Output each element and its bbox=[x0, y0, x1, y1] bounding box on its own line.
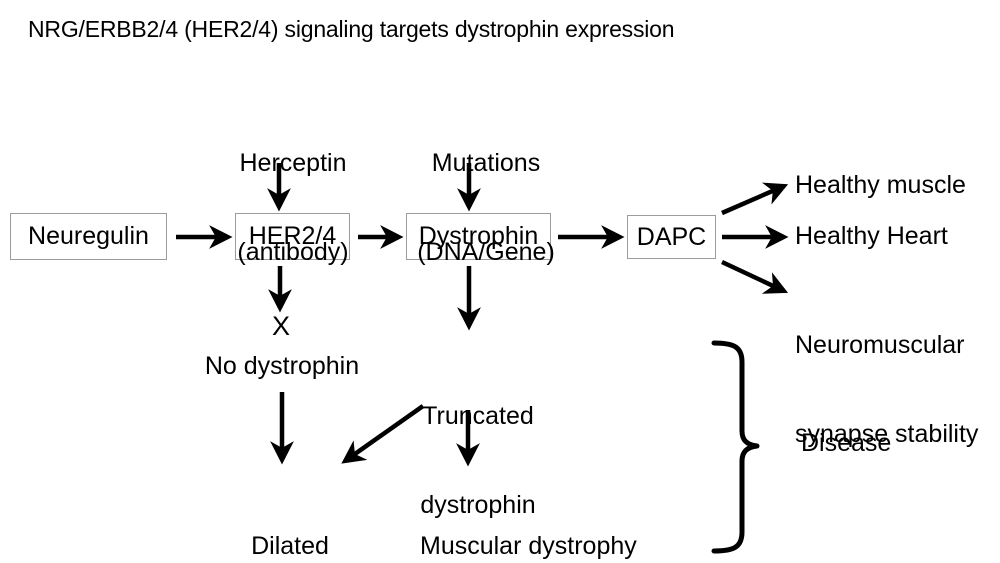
label-truncated-dystrophin: Truncated dystrophin bbox=[420, 343, 535, 563]
label-dilated-line1: Dilated bbox=[251, 532, 329, 560]
label-neuromuscular-synapse-stability: Neuromuscular synapse stability bbox=[795, 272, 978, 508]
label-mutations: Mutations (DNA/Gene) bbox=[417, 90, 555, 326]
label-mutations-line2: (DNA/Gene) bbox=[417, 237, 555, 266]
page-title: NRG/ERBB2/4 (HER2/4) signaling targets d… bbox=[28, 16, 675, 42]
node-dystrophin[interactable]: Dystrophin bbox=[406, 213, 551, 260]
label-herceptin-line1: Herceptin bbox=[239, 149, 347, 177]
label-muscular-line1: Muscular dystrophy bbox=[420, 532, 637, 560]
label-dilated-cardiomyopathy: Dilated cardiomyopathy bbox=[202, 473, 378, 563]
label-herceptin-line2: (antibody) bbox=[237, 237, 349, 266]
label-no-dystrophin: No dystrophin bbox=[204, 352, 360, 380]
label-truncated-line2: dystrophin bbox=[420, 490, 536, 519]
node-neuregulin-label: Neuregulin bbox=[28, 222, 149, 250]
label-x-mark: X bbox=[271, 311, 291, 341]
node-her24-label: HER2/4 bbox=[248, 222, 337, 250]
node-dystrophin-label: Dystrophin bbox=[418, 222, 539, 250]
label-truncated-line1: Truncated bbox=[422, 402, 534, 430]
arrow-dapc-to-healthy-muscle bbox=[721, 182, 789, 216]
label-herceptin: Herceptin (antibody) bbox=[237, 90, 348, 326]
node-her24[interactable]: HER2/4 bbox=[235, 213, 350, 260]
disease-brace bbox=[711, 340, 760, 554]
label-disease: Disease bbox=[801, 429, 892, 457]
node-neuregulin[interactable]: Neuregulin bbox=[10, 213, 167, 260]
label-neuromuscular-line1: Neuromuscular bbox=[795, 331, 965, 359]
arrow-dapc-to-neuromuscular bbox=[721, 259, 789, 294]
label-mutations-line1: Mutations bbox=[431, 149, 541, 177]
label-muscular-dystrophy: Muscular dystrophy (D/BMD) bbox=[420, 473, 637, 563]
label-healthy-muscle: Healthy muscle bbox=[795, 171, 966, 199]
label-healthy-heart: Healthy Heart bbox=[795, 222, 948, 250]
arrow-truncated-to-dilated bbox=[341, 404, 425, 464]
node-dapc[interactable]: DAPC bbox=[627, 215, 716, 259]
label-neuromuscular-line2: synapse stability bbox=[795, 419, 979, 448]
node-dapc-label: DAPC bbox=[636, 222, 707, 251]
